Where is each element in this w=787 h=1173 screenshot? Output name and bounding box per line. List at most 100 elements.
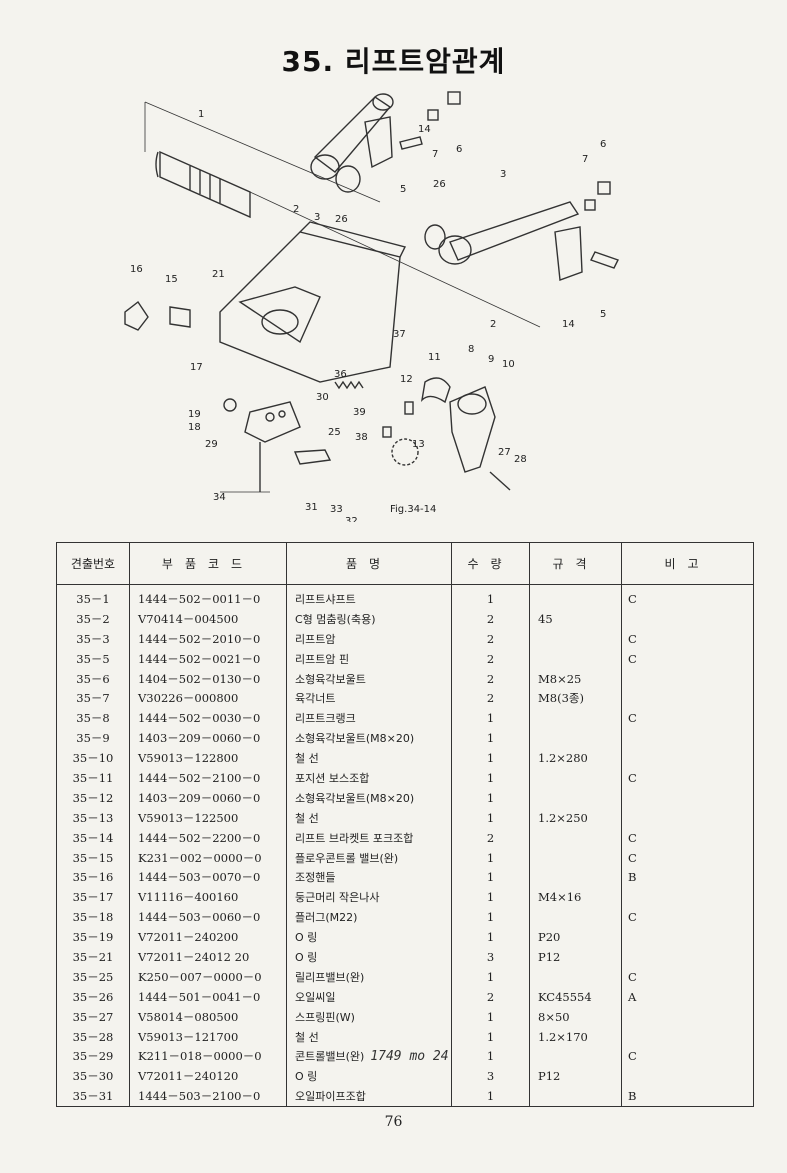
remark [621, 1006, 754, 1027]
quantity: 1 [451, 907, 530, 928]
part-code: 1444－503－0070－0 [129, 867, 287, 888]
remark-text: C [628, 591, 637, 606]
quantity-text: 1 [486, 770, 495, 785]
part-name: O 링 [286, 1066, 452, 1087]
quantity-text: 2 [486, 671, 495, 686]
part-name: 오일파이프조합 [286, 1086, 452, 1108]
part-name: C형 멈춤링(축용) [286, 608, 452, 629]
remark-text: C [628, 770, 637, 785]
part-name-text: 리프트 브라켓트 포크조합 [295, 831, 414, 845]
part-name: 소형육각보울트(M8×20) [286, 787, 452, 808]
quantity: 1 [451, 748, 530, 769]
remark [621, 887, 754, 908]
remark: C [621, 907, 754, 928]
part-number: 35－7 [56, 688, 130, 709]
specification: M4×16 [529, 887, 622, 908]
svg-text:36: 36 [334, 369, 347, 380]
part-code-text: V11116－400160 [138, 890, 239, 905]
quantity-text: 1 [486, 850, 495, 865]
part-code-text: 1444－502－2010－0 [138, 631, 261, 646]
quantity: 2 [451, 648, 530, 669]
quantity-text: 2 [486, 651, 495, 666]
remark: C [621, 648, 754, 669]
specification [529, 787, 622, 808]
svg-text:11: 11 [428, 352, 441, 363]
svg-text:27: 27 [498, 447, 511, 458]
part-number: 35－28 [56, 1026, 130, 1047]
part-number: 35－14 [56, 827, 130, 848]
remark-text: C [628, 830, 637, 845]
svg-text:6: 6 [600, 139, 606, 150]
svg-text:2: 2 [293, 204, 299, 215]
part-code: K250－007－0000－0 [129, 966, 287, 987]
remark-text: C [628, 1049, 637, 1064]
quantity: 2 [451, 986, 530, 1007]
part-name-text: 리프트암 [295, 632, 336, 646]
quantity-text: 1 [486, 969, 495, 984]
svg-text:18: 18 [188, 422, 201, 433]
specification [529, 728, 622, 749]
part-number-text: 35－3 [76, 631, 110, 646]
svg-text:8: 8 [468, 344, 474, 355]
remark: B [621, 867, 754, 888]
remark: C [621, 708, 754, 729]
specification-text: 1.2×250 [538, 810, 588, 825]
specification-text: P12 [538, 949, 561, 964]
header-qty: 수량 [451, 542, 530, 585]
svg-text:32: 32 [345, 516, 358, 522]
part-number: 35－19 [56, 927, 130, 948]
svg-text:7: 7 [582, 154, 588, 165]
svg-text:26: 26 [335, 214, 348, 225]
quantity: 1 [451, 1046, 530, 1067]
quantity: 2 [451, 628, 530, 649]
quantity: 2 [451, 608, 530, 629]
part-name: 플러그(M22) [286, 907, 452, 928]
part-code: V72011－240200 [129, 927, 287, 948]
part-name-text: 릴리프밸브(완) [295, 970, 365, 984]
specification [529, 867, 622, 888]
quantity: 1 [451, 887, 530, 908]
part-code-text: 1403－209－0060－0 [138, 731, 261, 746]
quantity-text: 1 [486, 711, 495, 726]
specification [529, 768, 622, 788]
part-code-text: 1444－502－2100－0 [138, 770, 261, 785]
part-code: 1444－503－2100－0 [129, 1086, 287, 1108]
remark: C [621, 966, 754, 987]
svg-text:13: 13 [412, 439, 425, 450]
part-name: 플로우콘트롤 밸브(완) [286, 847, 452, 868]
part-code-text: 1444－501－0041－0 [138, 989, 261, 1004]
part-name: O 링 [286, 947, 452, 967]
specification: P12 [529, 1066, 622, 1087]
remark-text: C [628, 969, 637, 984]
part-code-text: V72011－240120 [138, 1069, 239, 1084]
part-name: 리프트암 핀 [286, 648, 452, 669]
specification: 1.2×250 [529, 807, 622, 828]
svg-text:26: 26 [433, 179, 446, 190]
remark: A [621, 986, 754, 1007]
part-name-text: O 링 [295, 950, 318, 964]
svg-text:19: 19 [188, 409, 201, 420]
part-code-text: 1444－502－0030－0 [138, 711, 261, 726]
part-number-text: 35－15 [72, 850, 114, 865]
part-code: 1444－503－0060－0 [129, 907, 287, 928]
part-code: V59013－122800 [129, 748, 287, 769]
svg-text:29: 29 [205, 439, 218, 450]
svg-text:3: 3 [500, 169, 506, 180]
part-number: 35－2 [56, 608, 130, 629]
quantity: 1 [451, 927, 530, 948]
part-name: 포지션 보스조합 [286, 768, 452, 788]
handwritten-note: 1749 mo 24 [370, 1049, 449, 1065]
part-code: V30226－000800 [129, 688, 287, 709]
part-code-text: 1403－209－0060－0 [138, 790, 261, 805]
part-code: 1444－502－2200－0 [129, 827, 287, 848]
part-code-text: V72011－24012 20 [138, 949, 250, 964]
remark: C [621, 584, 754, 609]
part-name: 콘트롤밸브(완)1749 mo 24 [286, 1046, 452, 1067]
part-number-text: 35－11 [72, 770, 114, 785]
part-name: 철 선 [286, 748, 452, 769]
part-name-text: 리프트크랭크 [295, 712, 356, 726]
